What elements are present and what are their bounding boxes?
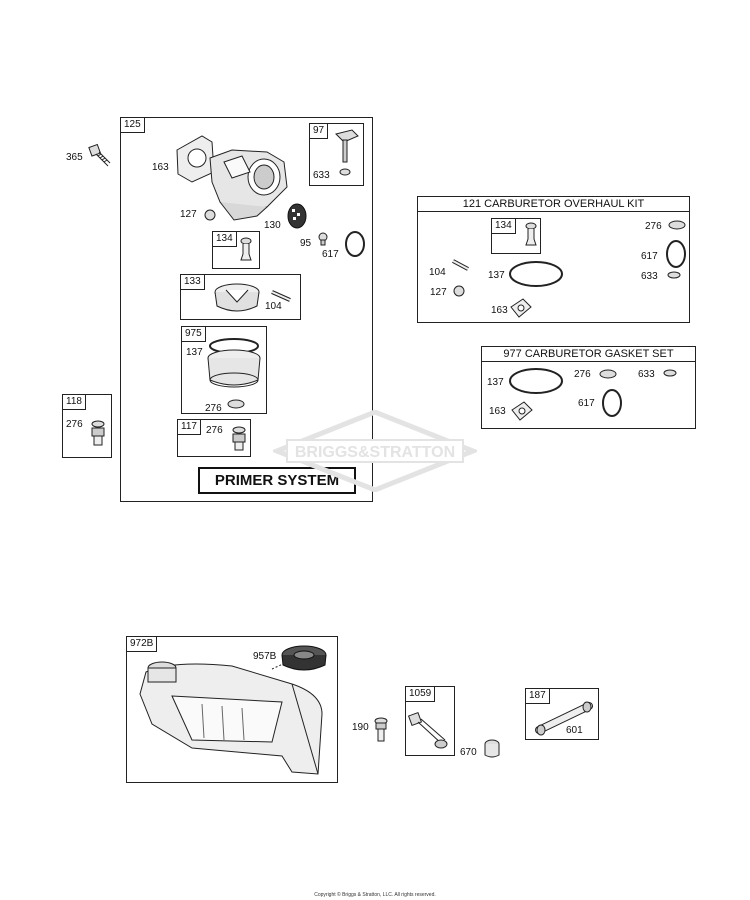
callout-163-gs: 163: [489, 406, 506, 417]
callout-276-kit: 276: [645, 221, 662, 232]
shoulder-bolt-1059-icon: [407, 711, 448, 749]
ref-tag-125: 125: [120, 117, 145, 133]
callout-633-gs: 633: [638, 369, 655, 380]
washer-633-kit-icon: [667, 271, 681, 279]
callout-130: 130: [264, 220, 281, 231]
ref-tag-1059: 1059: [405, 686, 436, 702]
callout-276-117: 276: [206, 425, 223, 436]
callout-365: 365: [66, 152, 83, 163]
fuel-tank-icon: [139, 661, 323, 775]
callout-617-gs: 617: [578, 398, 595, 409]
ref-tag-187: 187: [525, 688, 550, 704]
needle-134-icon: [240, 237, 252, 261]
bolt-118-icon: [91, 420, 105, 446]
gasket-set-title: 977 CARBURETOR GASKET SET: [482, 347, 695, 362]
ref-tag-975: 975: [181, 326, 206, 342]
callout-95: 95: [300, 238, 312, 249]
callout-127: 127: [180, 209, 197, 220]
overhaul-subgroup-134: 134: [491, 218, 541, 254]
washer-276-kit-icon: [668, 220, 686, 230]
subgroup-97: 97: [309, 123, 364, 186]
subgroup-975: 975: [181, 326, 267, 414]
subgroup-133: 133: [180, 274, 301, 320]
bolt-190-icon: [374, 717, 388, 742]
callout-633-kit: 633: [641, 271, 658, 282]
washer-276-gs-icon: [599, 369, 617, 379]
callout-163-kit: 163: [491, 305, 508, 316]
bolt-117-icon: [232, 426, 246, 451]
callout-276-gs: 276: [574, 369, 591, 380]
spacer-670-icon: [484, 739, 500, 758]
group-1059: 1059: [405, 686, 455, 756]
ref-tag-134-kit: 134: [491, 218, 516, 234]
callout-163: 163: [152, 162, 169, 173]
oring-137-kit-icon: [509, 261, 563, 287]
ref-tag-97: 97: [309, 123, 329, 139]
callout-127-kit: 127: [430, 287, 447, 298]
callout-137-kit: 137: [488, 270, 505, 281]
tank-group-972b: 972B: [126, 636, 338, 783]
oring-617-kit-icon: [666, 240, 686, 268]
ref-tag-117: 117: [177, 419, 201, 435]
washer-633-gs-icon: [663, 369, 677, 377]
callout-617: 617: [322, 249, 339, 260]
bolt-365-icon: [88, 143, 111, 167]
group-187: 187: [525, 688, 599, 740]
overhaul-kit-121: 121 CARBURETOR OVERHAUL KIT: [417, 196, 690, 323]
oring-137-gs-icon: [509, 368, 563, 394]
float-needle-97-icon: [335, 129, 359, 176]
callout-137-gs: 137: [487, 377, 504, 388]
copyright-text: Copyright © Briggs & Stratton, LLC. All …: [314, 892, 436, 898]
plug-127-icon: [204, 209, 216, 221]
oring-617-gs-icon: [602, 389, 622, 417]
ref-tag-972b: 972B: [126, 636, 158, 652]
pin-104-kit-icon: [452, 259, 469, 271]
callout-276-118: 276: [66, 419, 83, 430]
ref-tag-133: 133: [180, 274, 205, 290]
bowl-975-icon: [207, 338, 261, 409]
fuel-line-187-icon: [535, 701, 593, 736]
gasket-163-gs-icon: [511, 401, 533, 421]
callout-137: 137: [186, 347, 203, 358]
subgroup-117: 117: [177, 419, 251, 457]
callout-670: 670: [460, 747, 477, 758]
ref-tag-134: 134: [212, 231, 237, 247]
callout-190: 190: [352, 722, 369, 733]
group-118: 118: [62, 394, 112, 458]
overhaul-kit-title: 121 CARBURETOR OVERHAUL KIT: [418, 197, 689, 212]
float-133-icon: [214, 283, 291, 312]
callout-957b: 957B: [253, 651, 277, 662]
main-group-125: 125: [120, 117, 373, 502]
screw-95-icon: [318, 232, 328, 246]
gasket-set-977: 977 CARBURETOR GASKET SET: [481, 346, 696, 429]
subgroup-134: 134: [212, 231, 260, 269]
ref-tag-118: 118: [62, 394, 86, 410]
callout-104: 104: [265, 301, 282, 312]
primer-disc-130-icon: [287, 203, 307, 229]
callout-104-kit: 104: [429, 267, 446, 278]
callout-633: 633: [313, 170, 330, 181]
carburetor-icon: [176, 135, 288, 221]
svg-text:BRIGGS&STRATTON: BRIGGS&STRATTON: [295, 444, 455, 461]
needle-134-kit-icon: [525, 222, 537, 246]
gasket-163-kit-icon: [510, 298, 532, 318]
plug-127-kit-icon: [453, 285, 465, 297]
callout-601: 601: [566, 725, 583, 736]
oring-617-icon: [345, 231, 365, 257]
callout-276: 276: [205, 403, 222, 414]
briggs-stratton-watermark-icon: BRIGGS&STRATTON: [273, 410, 477, 492]
fuel-cap-957b-icon: [271, 645, 327, 671]
callout-617-kit: 617: [641, 251, 658, 262]
